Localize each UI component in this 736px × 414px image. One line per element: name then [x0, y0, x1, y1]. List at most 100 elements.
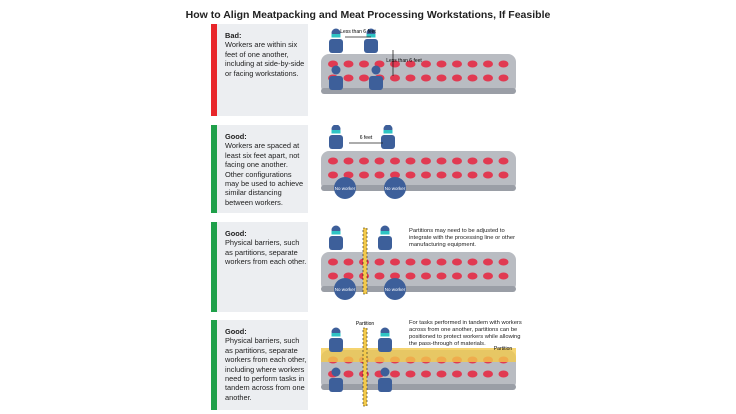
meat-piece	[390, 272, 400, 280]
meat-piece	[452, 74, 462, 82]
meat-piece	[467, 74, 478, 82]
distance-label: Less than 6 feet	[340, 29, 376, 35]
distance-label: 6 feet	[360, 135, 373, 141]
meat-piece	[359, 74, 369, 82]
meat-piece	[343, 157, 354, 165]
panel-bad: Bad:Workers are within six feet of one a…	[211, 24, 525, 116]
no-worker-marker	[334, 177, 356, 199]
meat-piece	[498, 171, 509, 179]
partition	[362, 227, 368, 295]
worker	[378, 225, 392, 250]
panel-text-box: Good:Workers are spaced at least six fee…	[211, 125, 308, 213]
meat-piece	[436, 74, 447, 82]
meat-piece	[452, 60, 462, 68]
worker	[381, 125, 395, 149]
meat-piece	[421, 60, 431, 68]
meat-piece	[452, 258, 462, 266]
status-label: Good:	[225, 132, 247, 141]
meat-piece	[436, 258, 447, 266]
meat-piece	[467, 157, 478, 165]
scene-good-tandem: Partition Partition	[321, 321, 516, 407]
meat-piece	[421, 157, 431, 165]
worker	[329, 327, 343, 352]
meat-piece	[483, 258, 493, 266]
meat-piece	[343, 272, 354, 280]
meat-piece	[359, 157, 369, 165]
status-bar-good	[211, 320, 217, 410]
partition-label: Partition	[494, 346, 513, 352]
meat-piece	[421, 171, 431, 179]
meat-piece	[483, 171, 493, 179]
meat-piece	[405, 171, 416, 179]
horizontal-partition	[321, 348, 516, 362]
meat-piece	[498, 370, 509, 378]
meat-piece	[421, 258, 431, 266]
meat-piece	[483, 272, 493, 280]
meat-row	[328, 157, 509, 179]
page-title: How to Align Meatpacking and Meat Proces…	[185, 9, 551, 21]
meat-piece	[390, 171, 400, 179]
meat-piece	[405, 60, 416, 68]
meat-piece	[467, 171, 478, 179]
meat-piece	[374, 157, 385, 165]
meat-piece	[498, 272, 509, 280]
meat-piece	[343, 171, 354, 179]
meat-piece	[483, 370, 493, 378]
meat-piece	[374, 171, 385, 179]
meat-piece	[498, 74, 509, 82]
meat-piece	[374, 272, 385, 280]
meat-piece	[390, 157, 400, 165]
meat-piece	[421, 370, 431, 378]
meat-piece	[452, 370, 462, 378]
no-worker-label: No worker	[385, 287, 406, 292]
meat-piece	[436, 171, 447, 179]
panel-description: Physical barriers, such as partitions, s…	[225, 336, 307, 402]
meat-piece	[390, 60, 400, 68]
meat-piece	[483, 157, 493, 165]
meat-piece	[436, 60, 447, 68]
meat-piece	[467, 60, 478, 68]
meat-piece	[343, 74, 354, 82]
panel-text-box: Good:Physical barriers, such as partitio…	[211, 222, 308, 312]
meat-piece	[405, 258, 416, 266]
meat-piece	[498, 258, 509, 266]
meat-piece	[498, 60, 509, 68]
panel-text-box: Bad:Workers are within six feet of one a…	[211, 24, 308, 116]
meat-piece	[483, 60, 493, 68]
meat-piece	[343, 258, 354, 266]
meat-piece	[436, 272, 447, 280]
no-worker-label: No worker	[385, 186, 406, 191]
partition	[362, 327, 368, 407]
partition-label: Partition	[356, 321, 375, 327]
panel-description: Workers are spaced at least six feet apa…	[225, 141, 304, 207]
meat-piece	[452, 171, 462, 179]
meat-piece	[405, 157, 416, 165]
panel-good-spacing: Good:Workers are spaced at least six fee…	[211, 125, 525, 213]
no-worker-marker	[334, 278, 356, 300]
conveyor-belt	[321, 252, 516, 292]
meat-piece	[405, 74, 416, 82]
panel-description: Physical barriers, such as partitions, s…	[225, 238, 307, 267]
scene-bad: Less than 6 feet Less than 6 feet	[321, 28, 516, 94]
meat-piece	[467, 272, 478, 280]
meat-piece	[498, 157, 509, 165]
meat-piece	[359, 171, 369, 179]
meat-piece	[359, 60, 369, 68]
conveyor-belt	[321, 151, 516, 191]
meat-piece	[452, 272, 462, 280]
status-bar-good	[211, 125, 217, 213]
status-bar-good	[211, 222, 217, 312]
status-label: Good:	[225, 327, 247, 336]
panel-description: Workers are within six feet of one anoth…	[225, 40, 305, 78]
worker	[329, 125, 343, 149]
meat-piece	[390, 370, 400, 378]
meat-piece	[328, 272, 338, 280]
scene-good-barriers: No worker No worker	[321, 225, 516, 300]
meat-piece	[436, 370, 447, 378]
no-worker-marker	[384, 278, 406, 300]
meat-piece	[405, 370, 416, 378]
panel-good-barriers: Good:Physical barriers, such as partitio…	[211, 222, 525, 312]
meat-piece	[405, 272, 416, 280]
meat-piece	[343, 370, 354, 378]
status-bar-bad	[211, 24, 217, 116]
